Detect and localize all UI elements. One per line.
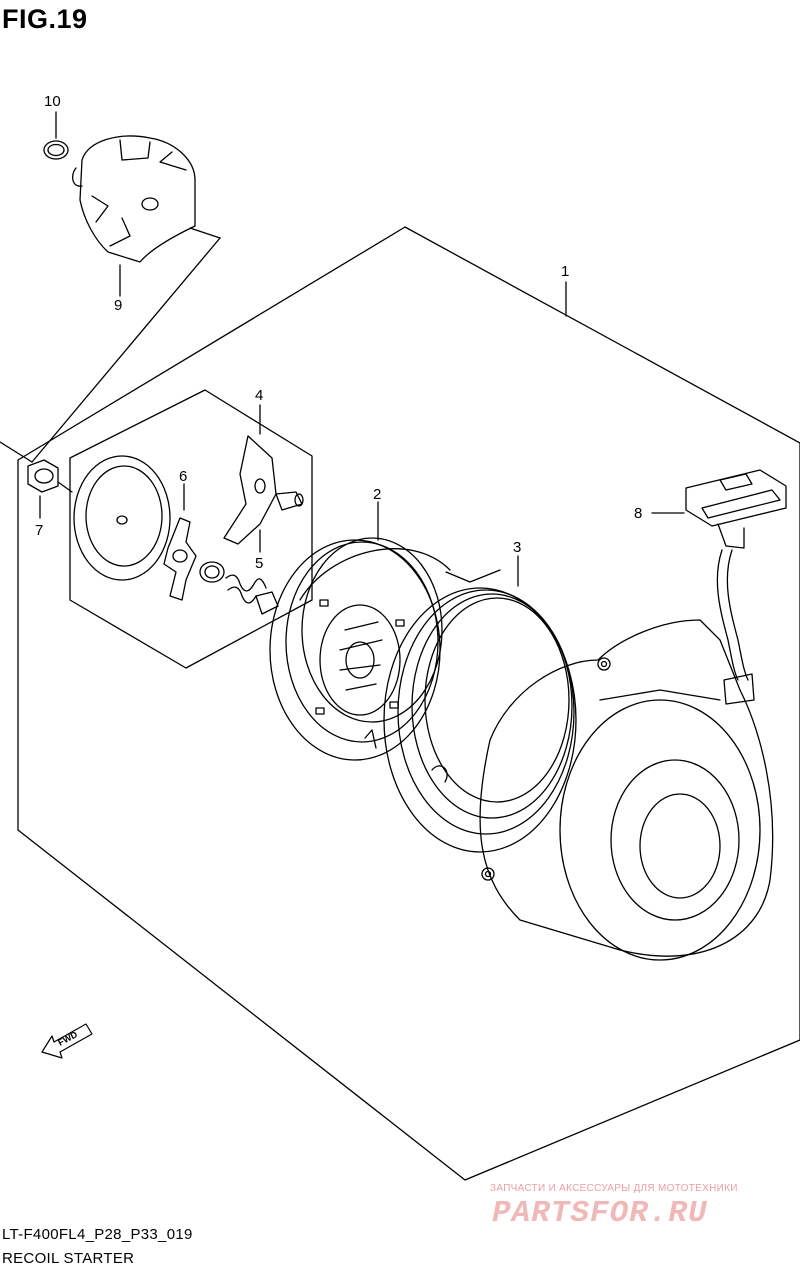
group-leader-lines <box>0 227 221 463</box>
part-8-handle <box>651 469 787 705</box>
part-9-starter-cup <box>71 135 196 297</box>
callout-label-2: 2 <box>373 486 381 503</box>
part-4-guide-plate <box>223 404 277 545</box>
subassembly-boundary-outline <box>69 389 313 669</box>
callout-label-7: 7 <box>35 522 43 539</box>
callout-label-3: 3 <box>513 539 521 556</box>
part-3-recoil-spring <box>364 555 577 853</box>
part-1-case <box>479 281 774 961</box>
callout-label-4: 4 <box>255 387 263 404</box>
callout-label-8: 8 <box>634 505 642 522</box>
diagram-code: LT-F400FL4_P28_P33_019 <box>2 1226 193 1243</box>
part-7-nut <box>27 459 73 519</box>
part-10-o-ring <box>43 111 69 160</box>
part-6-ratchet <box>163 483 197 601</box>
part-5-pin <box>259 491 304 553</box>
callout-label-5: 5 <box>255 555 263 572</box>
callout-label-6: 6 <box>179 468 187 485</box>
watermark-tagline: ЗАПЧАСТИ И АКСЕССУАРЫ ДЛЯ МОТОТЕХНИКИ <box>490 1183 738 1194</box>
part-spring <box>199 561 279 615</box>
fwd-arrow-icon: FWD <box>41 1023 93 1059</box>
diagram-name: RECOIL STARTER <box>2 1250 135 1267</box>
callout-label-1: 1 <box>561 263 569 280</box>
callout-label-9: 9 <box>114 297 122 314</box>
callout-label-10: 10 <box>44 93 61 110</box>
assembly-boundary-outline <box>17 226 800 1181</box>
fwd-label: FWD <box>56 1029 79 1048</box>
part-2-reel <box>269 501 501 761</box>
part-plate-disc <box>73 455 171 581</box>
figure-title: FIG.19 <box>2 4 88 34</box>
watermark-brand: PARTSFOR.RU <box>492 1196 708 1231</box>
